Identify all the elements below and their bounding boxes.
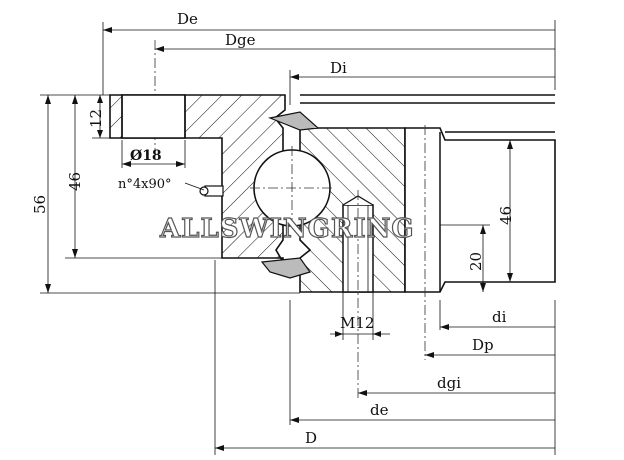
label-height-46-right: 46	[497, 206, 515, 225]
label-height-46-left: 46	[66, 172, 84, 191]
label-Dge: Dge	[225, 31, 256, 49]
bolt-hole-upper	[121, 94, 186, 139]
label-height-20: 20	[467, 252, 485, 271]
label-de: de	[370, 401, 389, 419]
right-dimension-lines	[440, 140, 513, 292]
inner-ring-body	[404, 127, 556, 293]
label-Di: Di	[330, 59, 347, 77]
watermark-text: ALLSWINGRING	[159, 214, 415, 244]
label-height-56: 56	[31, 195, 49, 214]
seal-bottom	[260, 257, 311, 279]
lubrication-fitting	[199, 185, 224, 197]
label-thread: M12	[340, 314, 374, 332]
label-Dp: Dp	[472, 336, 494, 354]
label-hole-diameter: Ø18	[130, 148, 162, 164]
left-dimension-lines	[40, 94, 300, 294]
label-De: De	[177, 10, 198, 28]
bottom-dimension-lines	[214, 260, 556, 455]
label-D: D	[305, 429, 317, 447]
hole-dimension	[121, 140, 186, 168]
threaded-hole	[342, 190, 374, 400]
label-dgi: dgi	[437, 374, 461, 392]
lubrication-leader	[184, 182, 205, 191]
label-height-12: 12	[87, 109, 105, 128]
seal-top	[267, 111, 320, 131]
label-lubrication: n°4x90°	[118, 177, 172, 192]
label-di: di	[492, 308, 507, 326]
